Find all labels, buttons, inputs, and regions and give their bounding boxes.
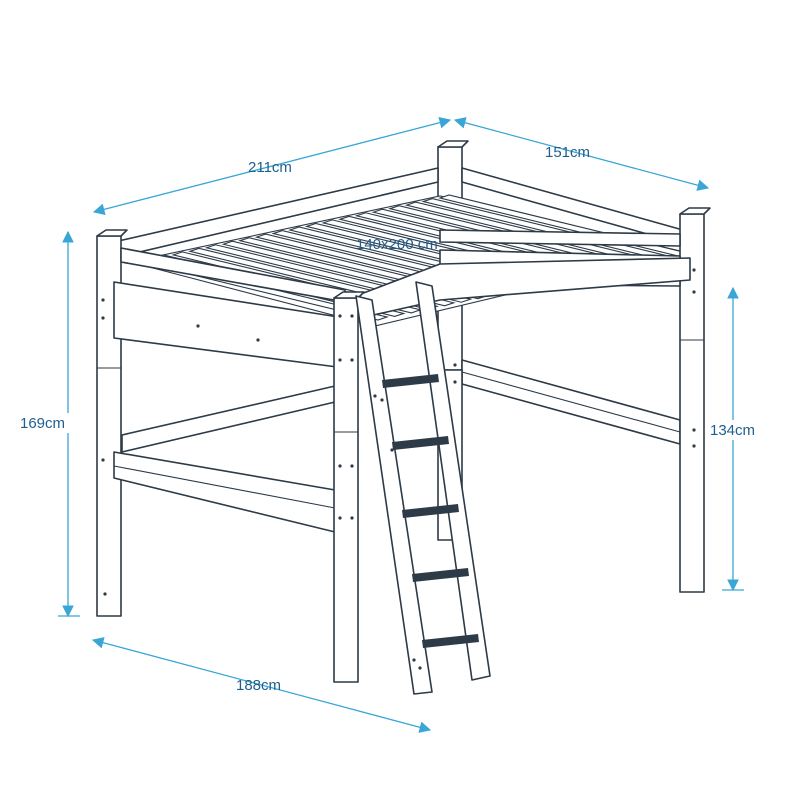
bolt-hole — [196, 324, 200, 328]
ladder-tread — [382, 374, 439, 388]
bolt-hole — [373, 394, 377, 398]
bolt-hole — [418, 666, 422, 670]
bolt-hole — [692, 428, 696, 432]
dimension-clearance-height: 134cm — [710, 422, 755, 439]
bolt-hole — [412, 658, 416, 662]
dimension-211: 211cm — [92, 116, 452, 216]
bolt-hole — [103, 592, 107, 596]
bolt-hole — [350, 358, 354, 362]
bolt-hole — [101, 298, 105, 302]
dimension-151: 151cm — [453, 117, 710, 191]
ladder-tread — [412, 568, 469, 582]
bolt-hole — [692, 268, 696, 272]
ladder-tread — [422, 634, 479, 648]
bolt-hole — [350, 516, 354, 520]
dimension-mattress: 140x200 cm — [356, 236, 438, 253]
dimension-169: 169cm — [16, 230, 80, 618]
bolt-hole — [350, 464, 354, 468]
bolt-hole — [338, 314, 342, 318]
bolt-hole — [453, 363, 457, 367]
bolt-hole — [338, 358, 342, 362]
ladder-tread — [392, 436, 449, 450]
bolt-hole — [338, 464, 342, 468]
dimension-134: 134cm — [706, 286, 766, 592]
bolt-hole — [390, 448, 394, 452]
bolt-hole — [338, 516, 342, 520]
front-frame — [96, 229, 691, 683]
bolt-hole — [101, 316, 105, 320]
dimension-188: 188cm — [91, 637, 432, 733]
dimension-length-floor: 188cm — [236, 677, 281, 694]
bolt-hole — [380, 398, 384, 402]
dimension-length-total: 211cm — [248, 159, 292, 176]
ladder-tread — [402, 504, 459, 518]
bolt-hole — [256, 338, 260, 342]
ladder — [355, 281, 491, 695]
dimension-width-total: 151cm — [545, 144, 590, 161]
bolt-hole — [453, 380, 457, 384]
dimension-140x200: 140x200 cm — [356, 236, 438, 253]
bolt-hole — [692, 444, 696, 448]
bolt-hole — [101, 458, 105, 462]
bolt-hole — [692, 290, 696, 294]
dimension-height-total: 169cm — [20, 415, 65, 432]
bolt-hole — [350, 314, 354, 318]
